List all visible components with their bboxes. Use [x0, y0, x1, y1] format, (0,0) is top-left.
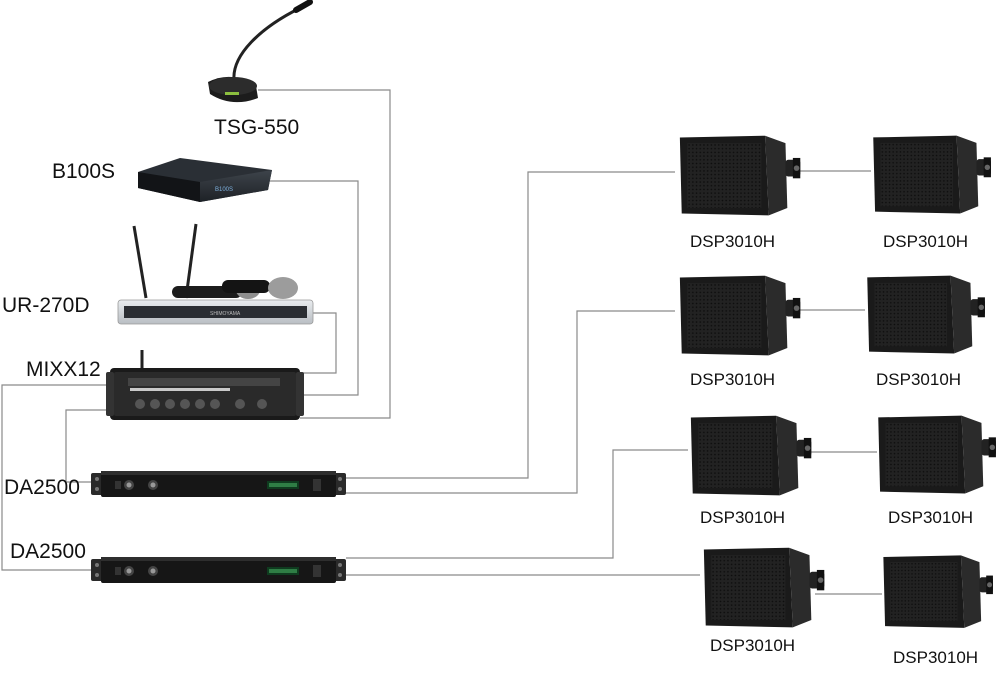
speaker-icon: [873, 135, 991, 214]
cable-amp2-to-speaker-row3: [346, 449, 688, 559]
rack-mixer-icon: [106, 350, 304, 420]
gooseneck-microphone-icon: [208, 0, 313, 103]
speaker-icon: [867, 275, 985, 354]
cable-mixer-to-amp1: [65, 409, 110, 483]
speaker-icon: [679, 135, 801, 216]
wireless-mic-receiver-icon: SHIMOYAMA: [117, 223, 314, 325]
power-amplifier-icon: [91, 471, 346, 497]
speaker-label: DSP3010H: [710, 636, 796, 655]
speaker-icon: [679, 275, 801, 356]
cable-ur270d-to-mixer: [300, 312, 337, 374]
receiver-box-label: B100S: [52, 160, 116, 183]
svg-text:B100S: B100S: [215, 187, 233, 193]
cable-mixer-to-amp2: [1, 384, 110, 571]
cable-amp1-to-speaker-row2: [344, 310, 675, 494]
power-amplifier-icon: [91, 557, 346, 583]
cable-lines: [1, 89, 882, 595]
amplifier-2-label: DA2500: [10, 540, 86, 563]
speaker-icon: [690, 415, 812, 496]
speaker-icon: [703, 547, 825, 628]
speaker-label: DSP3010H: [883, 232, 969, 251]
speaker-label: DSP3010H: [876, 370, 962, 389]
desktop-receiver-icon: B100S: [138, 158, 272, 202]
cable-amp1-to-speaker-row1: [344, 171, 675, 479]
wireless-receiver-label: UR-270D: [2, 294, 90, 317]
speaker-label: DSP3010H: [893, 648, 979, 667]
cable-mic-to-mixer: [258, 89, 391, 419]
speaker-label: DSP3010H: [700, 508, 786, 527]
speaker-label: DSP3010H: [690, 232, 776, 251]
receiver-panel-text: SHIMOYAMA: [210, 311, 241, 317]
cable-b100s-to-mixer: [270, 180, 359, 396]
microphone-label: TSG-550: [214, 116, 300, 139]
speaker-label: DSP3010H: [888, 508, 974, 527]
speaker-icon: [878, 415, 996, 494]
speaker-label: DSP3010H: [690, 370, 776, 389]
amplifier-1-label: DA2500: [4, 476, 80, 499]
mixer-label: MIXX12: [26, 358, 101, 381]
speaker-icon: [883, 555, 993, 628]
